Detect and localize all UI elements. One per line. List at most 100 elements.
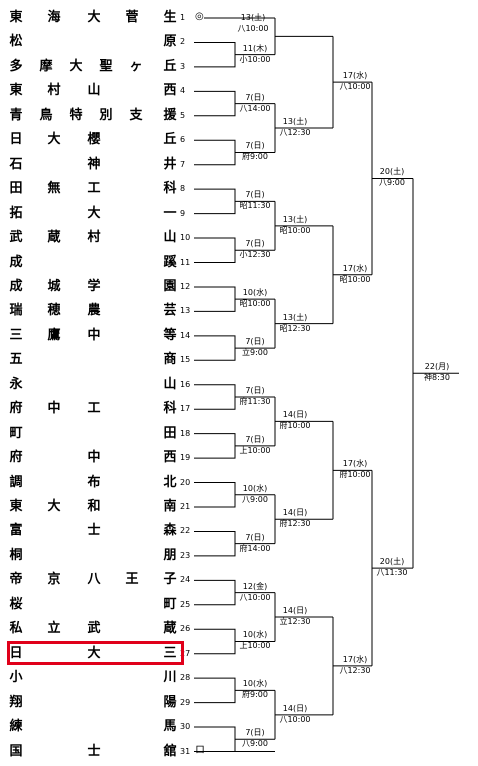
- seed-number: 13: [180, 306, 191, 316]
- team-name-char: 村: [87, 230, 101, 246]
- match-date: 20(土): [379, 167, 405, 177]
- team-name-char: 摩: [39, 58, 53, 74]
- team-name-char: 一: [163, 205, 177, 221]
- match-venue-time: 府12:30: [279, 519, 311, 529]
- seed-number: 24: [180, 575, 191, 585]
- match-venue-time: 立12:30: [279, 617, 311, 627]
- team-name-char: 多: [9, 58, 23, 74]
- team-name-char: 翔: [9, 694, 23, 710]
- match-venue-time: 府14:00: [239, 543, 271, 553]
- match-venue-time: 府11:30: [239, 396, 271, 406]
- team-name-char: 町: [163, 596, 177, 612]
- match-date: 13(土): [282, 312, 308, 322]
- team-name-char: 鳥: [39, 107, 53, 123]
- r1-bracket: [194, 482, 236, 508]
- team-name-char: 大: [87, 645, 101, 661]
- match-date: 7(日): [245, 239, 265, 249]
- team-name-char: 小: [9, 670, 23, 686]
- seed-number: 30: [180, 722, 191, 732]
- team-name-char: 帝: [9, 572, 23, 588]
- seed-mark: ◎: [195, 11, 204, 22]
- team-name-char: 丘: [163, 58, 177, 74]
- team-name-char: 海: [47, 10, 61, 25]
- team-name-char: 工: [87, 401, 101, 417]
- team-name-char: 東: [9, 10, 23, 25]
- team-name-char: 大: [87, 10, 101, 25]
- team-name-char: 富: [9, 523, 23, 539]
- team-name-char: 鷹: [47, 327, 61, 343]
- match-date: 7(日): [245, 190, 265, 200]
- seed-number: 15: [180, 355, 191, 365]
- team-name-char: 菅: [125, 10, 139, 25]
- team-name-char: 蹊: [163, 254, 177, 270]
- match-date: 7(日): [245, 434, 265, 444]
- match-venue-time: 上10:00: [239, 445, 271, 455]
- seed-number: 1: [180, 13, 186, 22]
- r1-bracket: [194, 433, 236, 459]
- team-name-char: 立: [47, 621, 61, 637]
- team-name-char: 士: [87, 523, 101, 539]
- team-name-char: 田: [163, 425, 177, 441]
- seed-number: 12: [180, 281, 191, 291]
- team-name-char: 成: [9, 254, 23, 270]
- match-date: 11(木): [242, 43, 268, 53]
- team-name-char: 城: [47, 278, 61, 294]
- team-name-char: 舘: [163, 743, 177, 759]
- seed-number: 8: [180, 184, 186, 194]
- team-name-char: 蔵: [47, 230, 61, 246]
- match-venue-time: 八10:00: [339, 82, 371, 92]
- team-name-char: 和: [87, 499, 101, 514]
- team-name-char: 櫻: [87, 132, 101, 148]
- team-name-char: 村: [47, 83, 61, 99]
- team-name-char: 陽: [163, 694, 177, 710]
- seed-number: 10: [180, 233, 191, 243]
- team-name-char: 士: [87, 743, 101, 759]
- r1-bracket: [194, 628, 236, 655]
- team-name-char: 成: [9, 278, 23, 294]
- seed-number: 7: [180, 159, 186, 169]
- team-name-char: 支: [129, 107, 143, 123]
- seed-number: 22: [180, 526, 191, 536]
- seed-number: 5: [180, 110, 186, 120]
- match-venue-time: 昭10:00: [339, 274, 371, 284]
- match-venue-time: 上10:00: [239, 641, 271, 651]
- team-name-char: 町: [9, 425, 23, 441]
- match-date: 10(水): [242, 288, 268, 298]
- team-name-char: 東: [9, 83, 23, 99]
- seed-number: 2: [180, 37, 186, 47]
- match-date: 17(水): [342, 71, 368, 81]
- match-date: 10(水): [242, 630, 268, 640]
- team-name-char: 桜: [9, 596, 23, 612]
- match-venue-time: 八12:30: [279, 128, 311, 138]
- match-date: 14(日): [282, 508, 308, 518]
- team-name-char: 調: [9, 474, 23, 490]
- team-name-char: 山: [163, 230, 177, 246]
- team-name-char: 三: [163, 645, 177, 661]
- match-date: 7(日): [245, 728, 265, 738]
- team-name-char: 科: [163, 401, 177, 417]
- r1-bracket: [194, 677, 236, 704]
- team-name-char: 中: [87, 450, 101, 466]
- team-name-char: 石: [9, 156, 23, 172]
- team-name-char: 山: [163, 376, 177, 392]
- match-date: 7(日): [245, 92, 265, 102]
- match-date: 10(水): [242, 679, 268, 689]
- team-name-char: 国: [9, 743, 23, 759]
- match-venue-time: 府9:00: [242, 152, 268, 162]
- r1-bracket: [194, 90, 236, 117]
